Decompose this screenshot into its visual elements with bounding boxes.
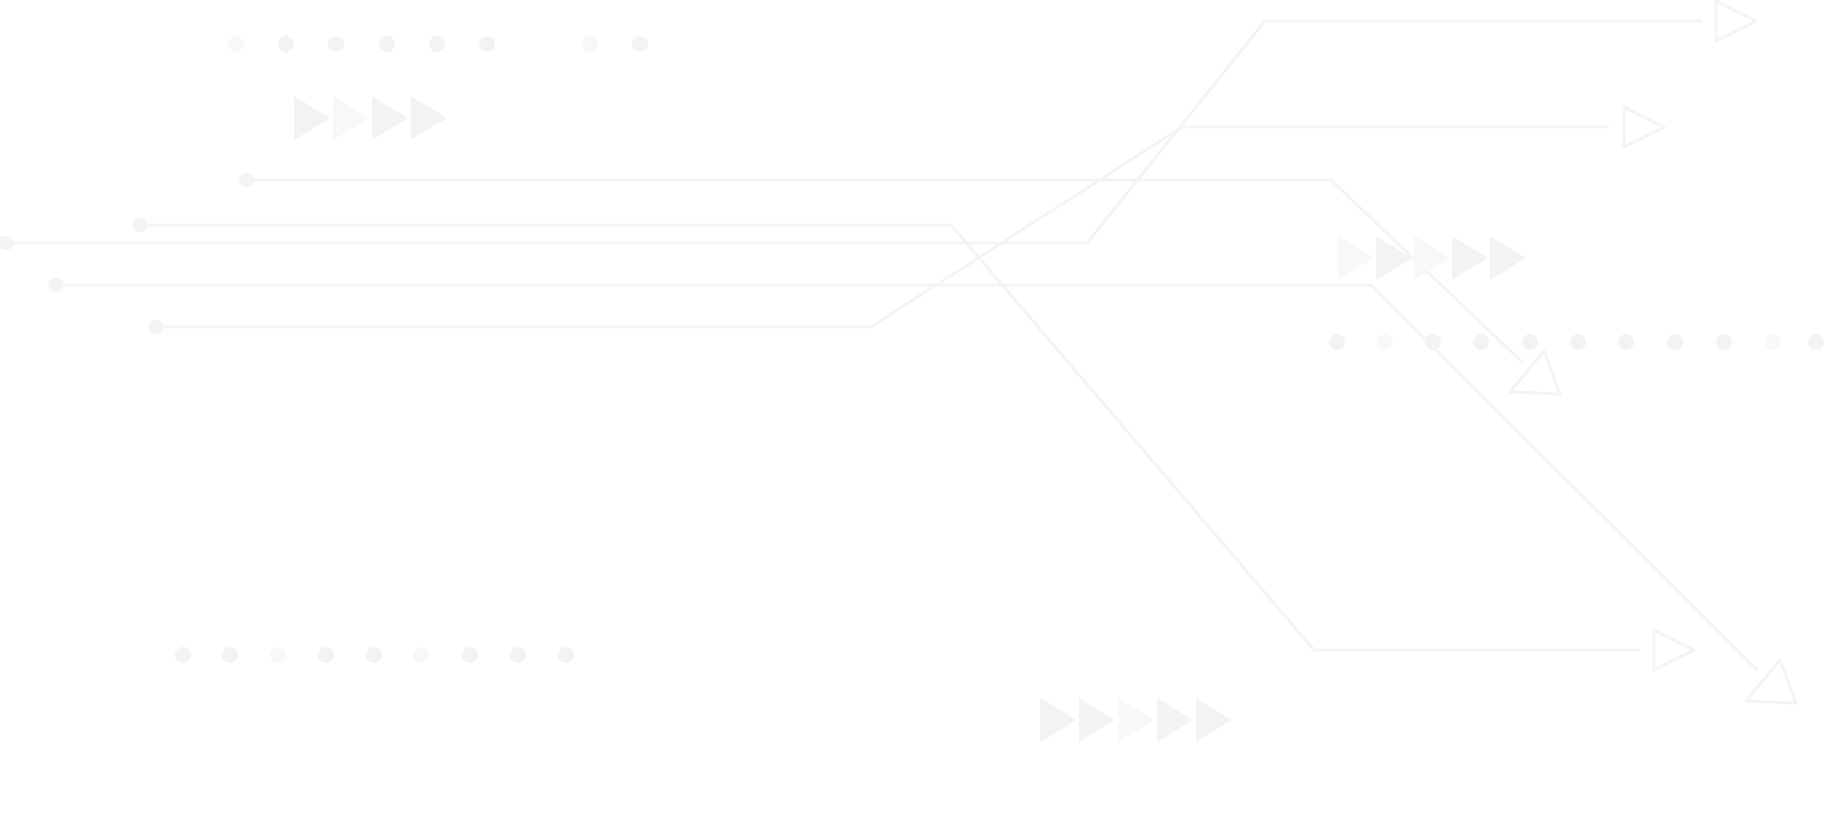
triangle-icon <box>1118 698 1154 742</box>
dot-icon <box>632 36 648 52</box>
dot-icon <box>582 36 598 52</box>
arrowhead-icon <box>1652 628 1696 672</box>
connector-start-dot <box>132 218 148 232</box>
triangle-icon <box>372 96 408 140</box>
dot-icon <box>175 647 191 663</box>
arrowhead-icon <box>1508 349 1562 396</box>
dot-icon <box>1618 334 1634 350</box>
connector-start-dot <box>148 320 164 334</box>
connector-lines <box>0 0 1798 705</box>
connector-line <box>247 178 1524 364</box>
triangle-icon <box>1338 236 1374 280</box>
dot-icon <box>328 36 344 52</box>
dot-icon <box>270 647 286 663</box>
triangle-icon <box>333 96 369 140</box>
triangle-rows <box>294 96 1526 742</box>
connector-line <box>140 223 1640 652</box>
connector-line <box>56 283 1760 673</box>
dot-icon <box>558 647 574 663</box>
triangle-icon <box>411 96 447 140</box>
dot-icon <box>429 36 445 52</box>
dot-icon <box>1377 334 1393 350</box>
triangle-icon <box>1196 698 1232 742</box>
dot-icon <box>413 647 429 663</box>
dot-icon <box>1667 334 1683 350</box>
dot-icon <box>1765 334 1781 350</box>
arrowhead-icon <box>1714 0 1758 43</box>
connector-start-dot <box>0 236 14 250</box>
triangle-icon <box>1452 236 1488 280</box>
dot-rows <box>175 36 1824 663</box>
arrowhead-icon <box>1744 658 1798 705</box>
dot-icon <box>1716 334 1732 350</box>
dot-icon <box>379 36 395 52</box>
dot-icon <box>510 647 526 663</box>
dot-icon <box>479 36 495 52</box>
connector-line <box>156 125 1609 329</box>
dot-icon <box>1329 334 1345 350</box>
dot-icon <box>278 36 294 52</box>
dot-icon <box>462 647 478 663</box>
triangle-icon <box>1040 698 1076 742</box>
dot-icon <box>366 647 382 663</box>
dot-icon <box>1522 334 1538 350</box>
triangle-icon <box>294 96 330 140</box>
triangle-icon <box>1079 698 1115 742</box>
connector-start-dot <box>48 278 64 292</box>
triangle-icon <box>1157 698 1193 742</box>
dot-icon <box>222 647 238 663</box>
connector-line <box>6 19 1702 245</box>
dot-icon <box>1473 334 1489 350</box>
triangle-icon <box>1376 236 1412 280</box>
dot-icon <box>318 647 334 663</box>
triangle-icon <box>1490 236 1526 280</box>
arrowhead-icon <box>1622 105 1666 149</box>
dot-icon <box>1570 334 1586 350</box>
dot-icon <box>1425 334 1441 350</box>
connector-start-dot <box>239 173 255 187</box>
triangle-icon <box>1414 236 1450 280</box>
dot-icon <box>1808 334 1824 350</box>
dot-icon <box>228 36 244 52</box>
